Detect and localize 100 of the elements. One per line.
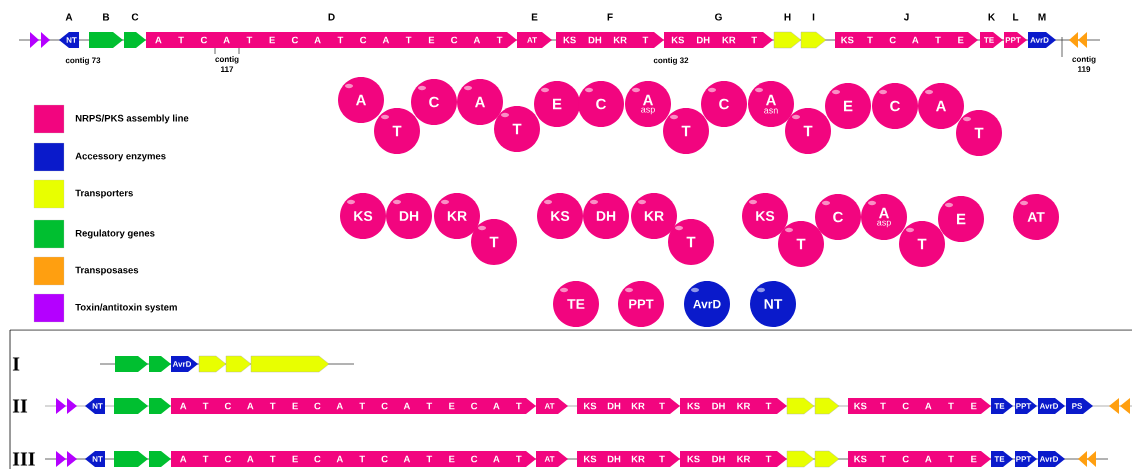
legend-label: Toxin/antitoxin system xyxy=(75,303,177,313)
contig-label: contig 117 xyxy=(215,56,239,72)
node-label: A xyxy=(155,36,162,44)
domain-ball: A xyxy=(918,83,964,129)
node-label: T xyxy=(642,36,649,44)
contig-label: contig 119 xyxy=(1072,56,1096,72)
node-label: T xyxy=(935,36,941,44)
domain-ball: KS xyxy=(340,193,386,239)
row-label: II xyxy=(12,399,28,413)
domain-ball: KS xyxy=(742,193,788,239)
gene-letter: D xyxy=(328,13,335,21)
gene-letter: K xyxy=(988,13,996,21)
domain-ball: PPT xyxy=(618,281,664,327)
node-label: DH xyxy=(588,36,602,44)
domain-ball: C xyxy=(701,81,747,127)
node-label: T xyxy=(246,36,253,44)
domain-ball: C xyxy=(411,79,457,125)
domain-ball: AT xyxy=(1013,194,1059,240)
domain-ball: A asn xyxy=(748,81,794,127)
gene-symbol xyxy=(786,397,815,415)
node-label: T xyxy=(405,36,412,44)
node-label: T xyxy=(751,36,758,44)
node-label: KR xyxy=(613,36,627,44)
gene-symbol xyxy=(67,398,77,414)
domain-ball: AvrD xyxy=(684,281,730,327)
domain-ball: C xyxy=(578,81,624,127)
gene-symbol xyxy=(814,397,840,415)
gene-symbol xyxy=(814,450,840,468)
node-label: A xyxy=(223,36,230,44)
contig-label: contig 73 xyxy=(65,57,101,65)
gene-letter: M xyxy=(1038,13,1046,21)
domain-ball: DH xyxy=(583,193,629,239)
gene-letter: F xyxy=(607,13,613,21)
gene-letter: E xyxy=(531,13,538,21)
domain-ball: T xyxy=(668,219,714,265)
domain-ball: T xyxy=(663,108,709,154)
node-label: A xyxy=(912,36,919,44)
domain-ball: A asp xyxy=(625,81,671,127)
domain-ball: E xyxy=(938,196,984,242)
gene-letter: B xyxy=(103,13,110,21)
node-label: T xyxy=(178,36,184,44)
gene-symbol xyxy=(1078,451,1087,467)
legend-label: Accessory enzymes xyxy=(75,152,166,162)
legend-label: Transporters xyxy=(75,189,133,199)
domain-ball: T xyxy=(956,110,1002,156)
domain-ball: T xyxy=(374,108,420,154)
node-label: DH xyxy=(696,36,710,44)
node-label: KS xyxy=(671,36,685,44)
domain-ball: C xyxy=(872,83,918,129)
gene-symbol xyxy=(56,451,66,467)
gene-symbol xyxy=(30,32,39,48)
node-label: C xyxy=(291,36,299,44)
gene-letter: I xyxy=(812,13,815,21)
gene-symbol xyxy=(67,451,77,467)
domain-ball: T xyxy=(899,221,945,267)
gene-letter: A xyxy=(65,13,73,21)
gene-symbol xyxy=(786,450,815,468)
gene-symbol xyxy=(149,398,171,414)
gene-symbol xyxy=(1069,32,1078,48)
gene-symbol xyxy=(1087,451,1096,467)
domain-ball: KS xyxy=(537,193,583,239)
gene-letter: H xyxy=(784,13,791,21)
contig-label: contig 32 xyxy=(653,57,689,65)
gene-symbol xyxy=(225,355,252,373)
node-label: T xyxy=(496,36,503,44)
legend-label: NRPS/PKS assembly line xyxy=(75,114,189,124)
node-label: KR xyxy=(722,36,736,44)
node-label: T xyxy=(337,36,344,44)
gene-letter: J xyxy=(903,13,909,21)
domain-ball: A asp xyxy=(861,194,907,240)
node-label: E xyxy=(958,36,964,44)
domain-ball: NT xyxy=(750,281,796,327)
node-label: C xyxy=(200,36,208,44)
gene-symbol xyxy=(114,398,148,414)
domain-ball: E xyxy=(534,81,580,127)
node-label: A xyxy=(382,36,390,44)
gene-symbol xyxy=(1120,398,1130,414)
gene-symbol xyxy=(1078,32,1087,48)
node-label: E xyxy=(428,36,435,44)
gene-letter: G xyxy=(715,13,722,21)
domain-ball: KR xyxy=(631,193,677,239)
node-label: C xyxy=(889,36,896,44)
gene-symbol xyxy=(149,451,171,467)
gene-symbol xyxy=(1109,398,1119,414)
gene-letter: C xyxy=(131,13,139,21)
row-label: III xyxy=(12,452,35,466)
domain-ball: TE xyxy=(553,281,599,327)
node-label: A xyxy=(314,36,321,44)
domain-ball: C xyxy=(815,194,861,240)
gene-symbol xyxy=(149,356,171,372)
gene-symbol xyxy=(56,398,66,414)
domain-ball: T xyxy=(785,108,831,154)
gene-letter: L xyxy=(1013,13,1019,21)
domain-ball: T xyxy=(494,106,540,152)
gene-symbol xyxy=(115,356,148,372)
gene-symbol xyxy=(41,32,50,48)
gene-symbol xyxy=(114,451,148,467)
domain-ball: A xyxy=(338,77,384,123)
domain-ball: E xyxy=(825,83,871,129)
legend-label: Regulatory genes xyxy=(75,229,155,239)
